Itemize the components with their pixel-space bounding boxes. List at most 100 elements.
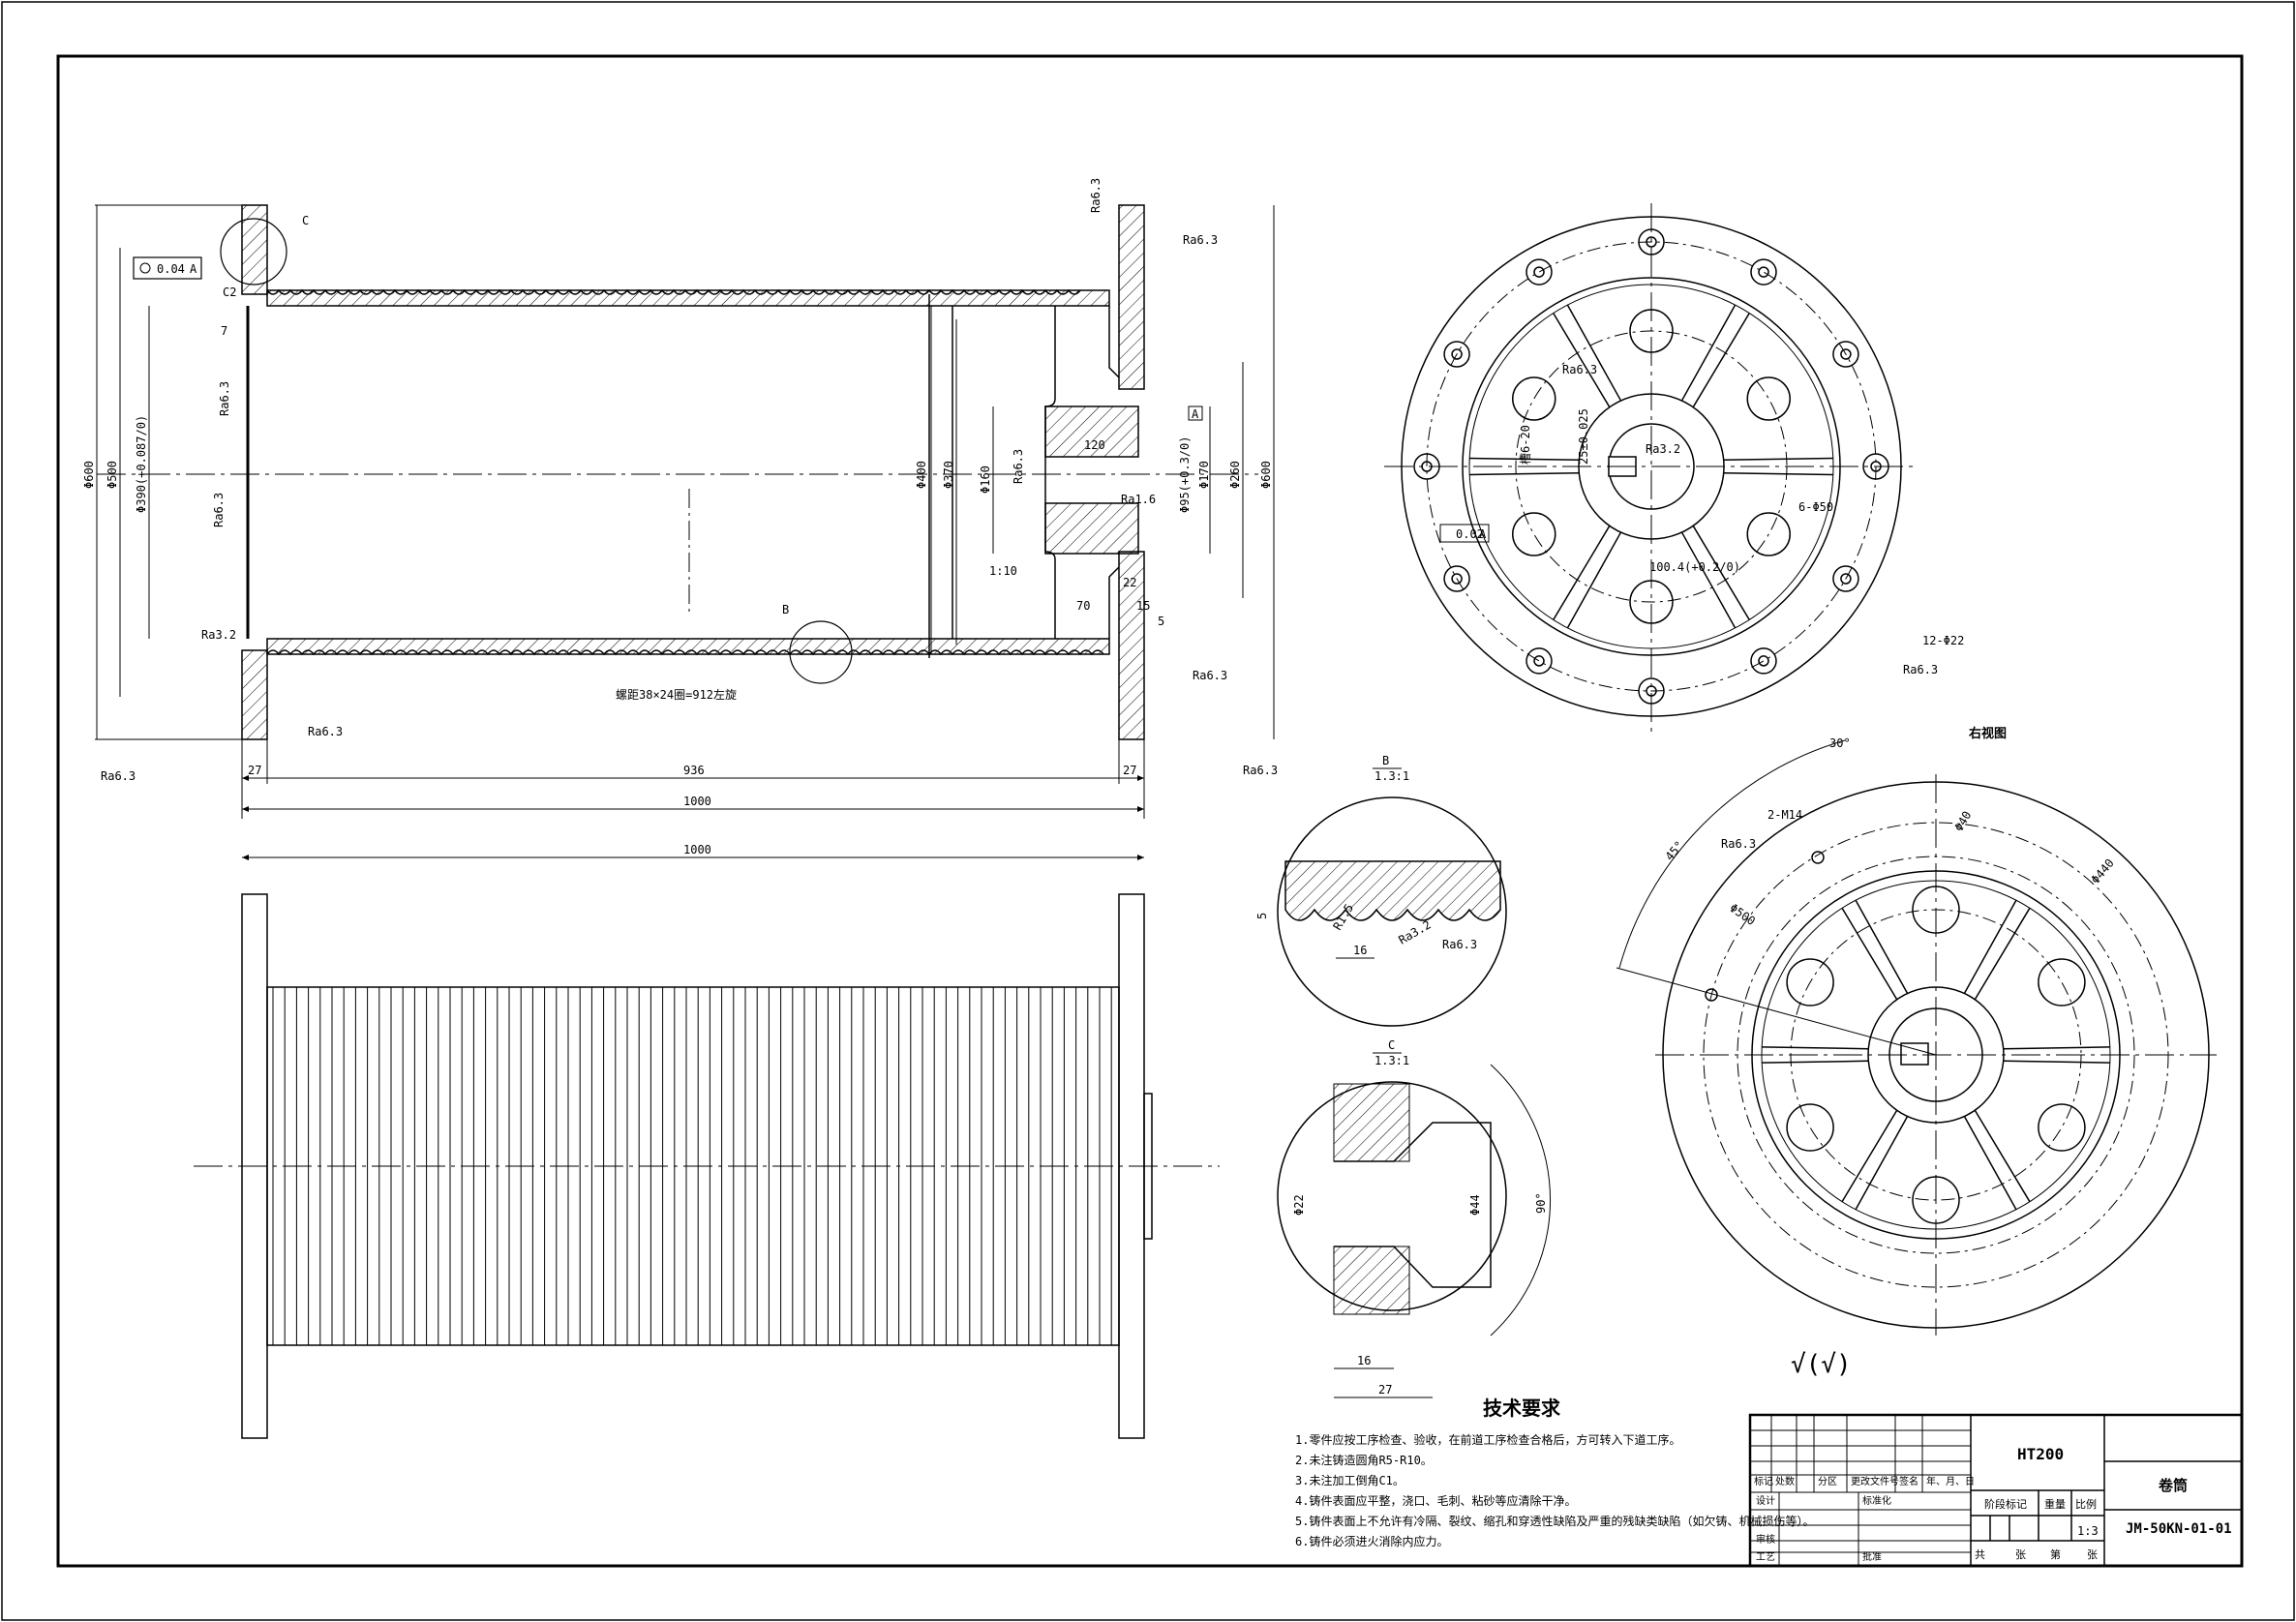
endview-tol-datum: A [1479, 527, 1487, 541]
bolt-hole-inner [1533, 655, 1545, 667]
detail-c-hatch-top [1333, 1083, 1410, 1162]
rightview-angle30: 30° [1829, 736, 1851, 750]
detail-b-scale: 1.3:1 [1375, 769, 1409, 783]
spoke-edge [1680, 304, 1737, 402]
rightview-d440: Φ440 [2089, 856, 2117, 886]
dim-22: 22 [1123, 576, 1136, 589]
dim-d600-left: Φ600 [82, 461, 96, 489]
bolt-hole-inner [1533, 266, 1545, 278]
general-roughness-symbol: √(√) [1791, 1350, 1852, 1379]
tb-h-date: 年、月、日 [1926, 1475, 1975, 1487]
bolt-hole-inner [1646, 236, 1657, 248]
detail-b-ra63: Ra6.3 [1442, 938, 1477, 951]
tb-part-name: 卷筒 [2158, 1477, 2188, 1494]
section-view [241, 204, 1145, 740]
dim-d95: Φ95(+0.3/0) [1178, 436, 1192, 513]
spoke-edge [1963, 899, 2017, 994]
detail-c-dim16: 16 [1357, 1354, 1371, 1367]
tb-h-page: 第 [2050, 1547, 2061, 1561]
title-block [1748, 1413, 2244, 1568]
spoke-edge [1855, 899, 1909, 994]
spoke-hole [1786, 958, 1834, 1006]
bolt-hole [1750, 258, 1777, 285]
bolt-hole [1750, 647, 1777, 675]
tb-h-sheet2: 张 [2087, 1548, 2098, 1561]
tech-item: 5.铸件表面上不允许有冷隔、裂纹、缩孔和穿透性缺陷及严重的残缺类缺陷（如欠铸、机… [1295, 1514, 1814, 1528]
detail-b-circle [1277, 796, 1507, 1027]
detail-c-scale: 1.3:1 [1375, 1054, 1409, 1067]
endview-holes12: 12-Φ22 [1922, 634, 1964, 647]
dim-d400: Φ400 [915, 461, 928, 489]
roughness-ra63-c: Ra6.3 [308, 725, 343, 738]
detail-c-d22: Φ22 [1292, 1194, 1306, 1216]
dimension-lines-right [930, 205, 1275, 739]
tb-h-ratio: 比例 [2075, 1497, 2097, 1511]
endview-roughness-ra32: Ra3.2 [1646, 442, 1680, 456]
detail-b-dim5: 5 [1255, 913, 1269, 919]
endview-keyway: 25±0.025 [1577, 408, 1590, 465]
endview-key-width: 槽6-20 [1519, 425, 1532, 465]
roughness-ra63-a: Ra6.3 [218, 381, 231, 416]
flatness-box [133, 256, 202, 280]
tb-h-mark: 标记 [1754, 1476, 1773, 1487]
spoke-edge [1963, 1116, 2017, 1211]
dim-d160: Φ160 [979, 466, 992, 494]
endview-roughness-a: Ra6.3 [1562, 363, 1597, 376]
spoke-edge [1469, 457, 1580, 462]
spoke-edge [1723, 471, 1833, 476]
bolt-hole [1526, 647, 1553, 675]
spoke-edge [1566, 531, 1622, 629]
dim-d370: Φ370 [942, 461, 955, 489]
dim-1000-a: 1000 [683, 795, 711, 808]
dim-d600-right: Φ600 [1259, 461, 1273, 489]
bolt-hole [1526, 258, 1553, 285]
spoke-edge [1692, 525, 1750, 620]
endview-spokes [1469, 304, 1833, 629]
bolt-hole-inner [1451, 348, 1463, 360]
detail-b-dim16: 16 [1353, 944, 1367, 957]
rightview-d500: Φ500 [1727, 901, 1758, 928]
dim-7: 7 [221, 324, 227, 338]
dim-936: 936 [683, 764, 705, 777]
tb-h-design: 设计 [1756, 1494, 1775, 1507]
chamfer-c2: C2 [223, 285, 236, 299]
roughness-ra63-h: Ra6.3 [1193, 669, 1227, 682]
bolt-hole [1443, 565, 1470, 592]
bolt-hole [1832, 565, 1859, 592]
tb-h-process: 工艺 [1756, 1551, 1775, 1563]
detail-c-angle-arc [1490, 1064, 1552, 1337]
detail-c-angle90: 90° [1534, 1192, 1548, 1214]
right-view [1616, 739, 2210, 1329]
spoke-edge [2003, 1046, 2110, 1050]
roughness-ra63-e: Ra6.3 [1089, 178, 1103, 213]
dimension-lines-left [95, 204, 242, 740]
inner-frame [56, 54, 2244, 1568]
dim-120: 120 [1084, 438, 1105, 452]
spoke-edge [2003, 1060, 2110, 1064]
detail-c-title: C [1388, 1038, 1395, 1052]
tb-h-total: 共 [1975, 1548, 1985, 1561]
spoke-hole [2038, 958, 2086, 1006]
bolt-hole-inner [1758, 655, 1769, 667]
spoke-edge [1762, 1046, 1869, 1050]
detail-c-profile [1334, 1122, 1492, 1288]
detail-b-title: B [1382, 754, 1389, 767]
spoke-edge [1974, 907, 2031, 1001]
spoke-hole [1512, 512, 1556, 556]
spoke-edge [1841, 1109, 1898, 1203]
dim-d170: Φ170 [1197, 461, 1211, 489]
spoke-hole [1746, 376, 1791, 421]
tech-item: 1.零件应按工序检查、验收，在前道工序检查合格后，方可转入下道工序。 [1295, 1432, 1680, 1447]
roughness-ra63-d: Ra6.3 [101, 769, 136, 783]
rightview-m14: 2-M14 [1767, 808, 1802, 822]
tb-h-std: 标准化 [1862, 1494, 1891, 1507]
spoke-hole [1512, 376, 1556, 421]
roughness-ra63-i: Ra6.3 [1243, 764, 1278, 777]
datum-a-box [1188, 406, 1203, 421]
flatness-datum: A [190, 262, 197, 276]
rightview-roughness: Ra6.3 [1721, 837, 1756, 851]
roughness-ra63-f: Ra6.3 [1183, 233, 1218, 247]
bolt-hole-inner [1758, 266, 1769, 278]
